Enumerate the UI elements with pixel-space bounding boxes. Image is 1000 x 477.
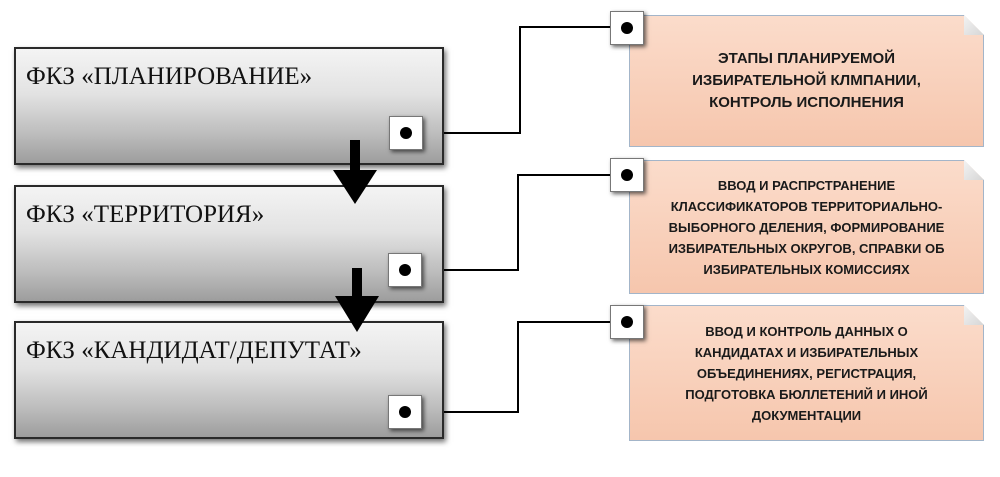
connector-node	[610, 305, 644, 339]
dot-icon	[621, 169, 633, 181]
connector-node	[389, 116, 423, 150]
block-territory: ФКЗ «ТЕРРИТОРИЯ»	[14, 185, 444, 303]
dot-icon	[400, 127, 412, 139]
link-line-planning	[425, 26, 610, 134]
block-title: ФКЗ «КАНДИДАТ/ДЕПУТАТ»	[26, 337, 362, 364]
dot-icon	[399, 264, 411, 276]
connector-node	[610, 158, 644, 192]
description-planning: ЭТАПЫ ПЛАНИРУЕМОЙ ИЗБИРАТЕЛЬНОЙ КЛМПАНИИ…	[629, 15, 984, 147]
dot-icon	[621, 316, 633, 328]
down-arrow-icon	[335, 268, 379, 332]
description-territory: ВВОД И РАСПРСТРАНЕНИЕ КЛАССИФИКАТОРОВ ТЕ…	[629, 160, 984, 294]
description-candidate: ВВОД И КОНТРОЛЬ ДАННЫХ О КАНДИДАТАХ И ИЗ…	[629, 305, 984, 441]
connector-node	[610, 11, 644, 45]
link-line-candidate	[425, 321, 610, 413]
connector-node	[388, 253, 422, 287]
block-planning: ФКЗ «ПЛАНИРОВАНИЕ»	[14, 47, 444, 165]
block-candidate: ФКЗ «КАНДИДАТ/ДЕПУТАТ»	[14, 321, 444, 439]
connector-node	[388, 395, 422, 429]
link-line-territory	[425, 174, 610, 271]
description-text: ВВОД И КОНТРОЛЬ ДАННЫХ О КАНДИДАТАХ И ИЗ…	[685, 323, 928, 423]
dot-icon	[399, 406, 411, 418]
down-arrow-icon	[333, 140, 377, 204]
block-title: ФКЗ «ПЛАНИРОВАНИЕ»	[26, 63, 313, 90]
block-title: ФКЗ «ТЕРРИТОРИЯ»	[26, 201, 265, 228]
dot-icon	[621, 22, 633, 34]
description-text: ВВОД И РАСПРСТРАНЕНИЕ КЛАССИФИКАТОРОВ ТЕ…	[668, 177, 945, 277]
description-text: ЭТАПЫ ПЛАНИРУЕМОЙ ИЗБИРАТЕЛЬНОЙ КЛМПАНИИ…	[692, 50, 921, 111]
